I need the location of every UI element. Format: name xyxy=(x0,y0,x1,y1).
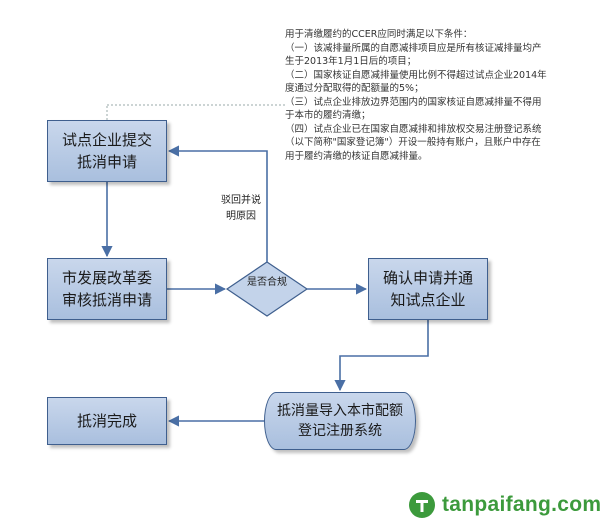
arrow-decision-reject xyxy=(167,145,268,262)
condition-item: （三）试点企业排放边界范围内的国家核证自愿减排量不得用于本市的履约清缴； xyxy=(285,96,542,122)
tpf-logo-icon xyxy=(409,492,435,518)
condition-item: （四）试点企业已在国家自愿减排和排放权交易注册登记系统（以下简称"国家登记簿"）… xyxy=(285,123,542,162)
node-confirm-notify: 确认申请并通知试点企业 xyxy=(368,258,488,320)
node-submit-application: 试点企业提交抵消申请 xyxy=(47,120,167,182)
watermark: tanpaifang.com xyxy=(408,490,601,520)
conditions-heading: 用于清缴履约的CCER应同时满足以下条件： xyxy=(285,29,473,40)
watermark-text: tanpaifang.com xyxy=(442,493,602,516)
condition-item: （一）该减排量所属的自愿减排项目应是所有核证减排量均产生于2013年1月1日后的… xyxy=(285,42,542,68)
conditions-note: 用于清缴履约的CCER应同时满足以下条件： （一）该减排量所属的自愿减排项目应是… xyxy=(285,28,547,163)
arrow-confirm-to-import xyxy=(334,320,429,392)
node-import-label: 抵消量导入本市配额登记注册系统 xyxy=(277,403,403,439)
node-review-application: 市发展改革委审核抵消申请 xyxy=(47,258,167,320)
node-import-registry: 抵消量导入本市配额登记注册系统 xyxy=(264,392,416,450)
decision-label: 是否合规 xyxy=(247,277,287,288)
condition-item: （二）国家核证自愿减排量使用比例不得超过试点企业2014年度通过分配取得的配额量… xyxy=(285,69,547,95)
node-review-label: 市发展改革委审核抵消申请 xyxy=(61,269,152,309)
node-confirm-label: 确认申请并通知试点企业 xyxy=(382,269,473,309)
node-submit-label: 试点企业提交抵消申请 xyxy=(61,131,152,171)
reject-edge-label: 驳回并说明原因 xyxy=(221,195,261,222)
decision-diamond xyxy=(225,261,309,317)
node-offset-complete: 抵消完成 xyxy=(47,397,167,445)
node-done-label: 抵消完成 xyxy=(76,412,137,430)
